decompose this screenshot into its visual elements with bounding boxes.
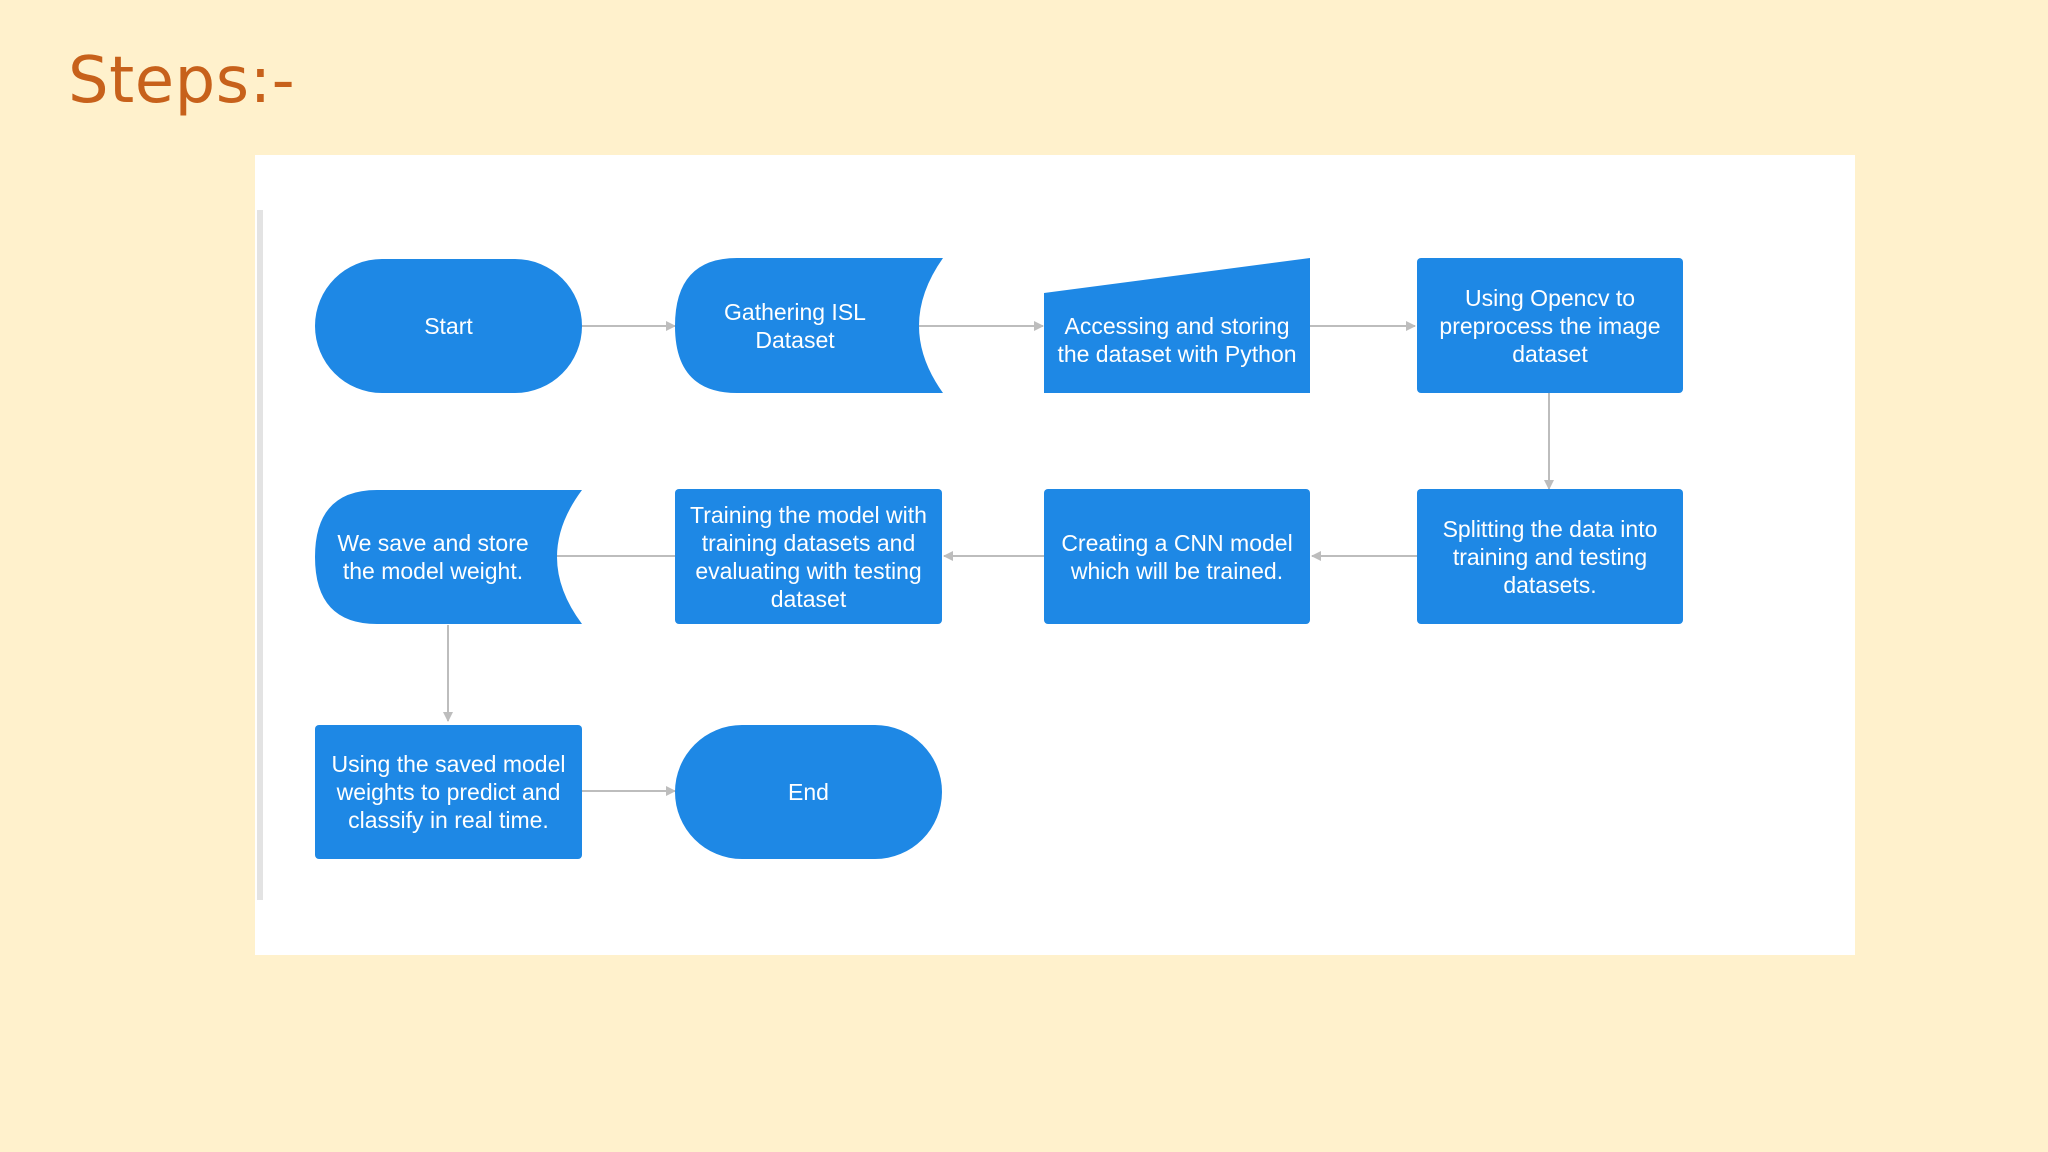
node-creating-cnn — [1044, 489, 1310, 624]
node-predicting — [315, 725, 582, 859]
node-saving — [315, 490, 582, 624]
node-opencv — [1417, 258, 1683, 393]
node-gathering — [675, 258, 943, 393]
node-start — [315, 259, 582, 393]
node-training — [675, 489, 942, 624]
panel-divider — [257, 210, 263, 900]
node-splitting — [1417, 489, 1683, 624]
node-end — [675, 725, 942, 859]
node-accessing — [1044, 258, 1310, 393]
page-title: Steps:- — [68, 44, 296, 118]
